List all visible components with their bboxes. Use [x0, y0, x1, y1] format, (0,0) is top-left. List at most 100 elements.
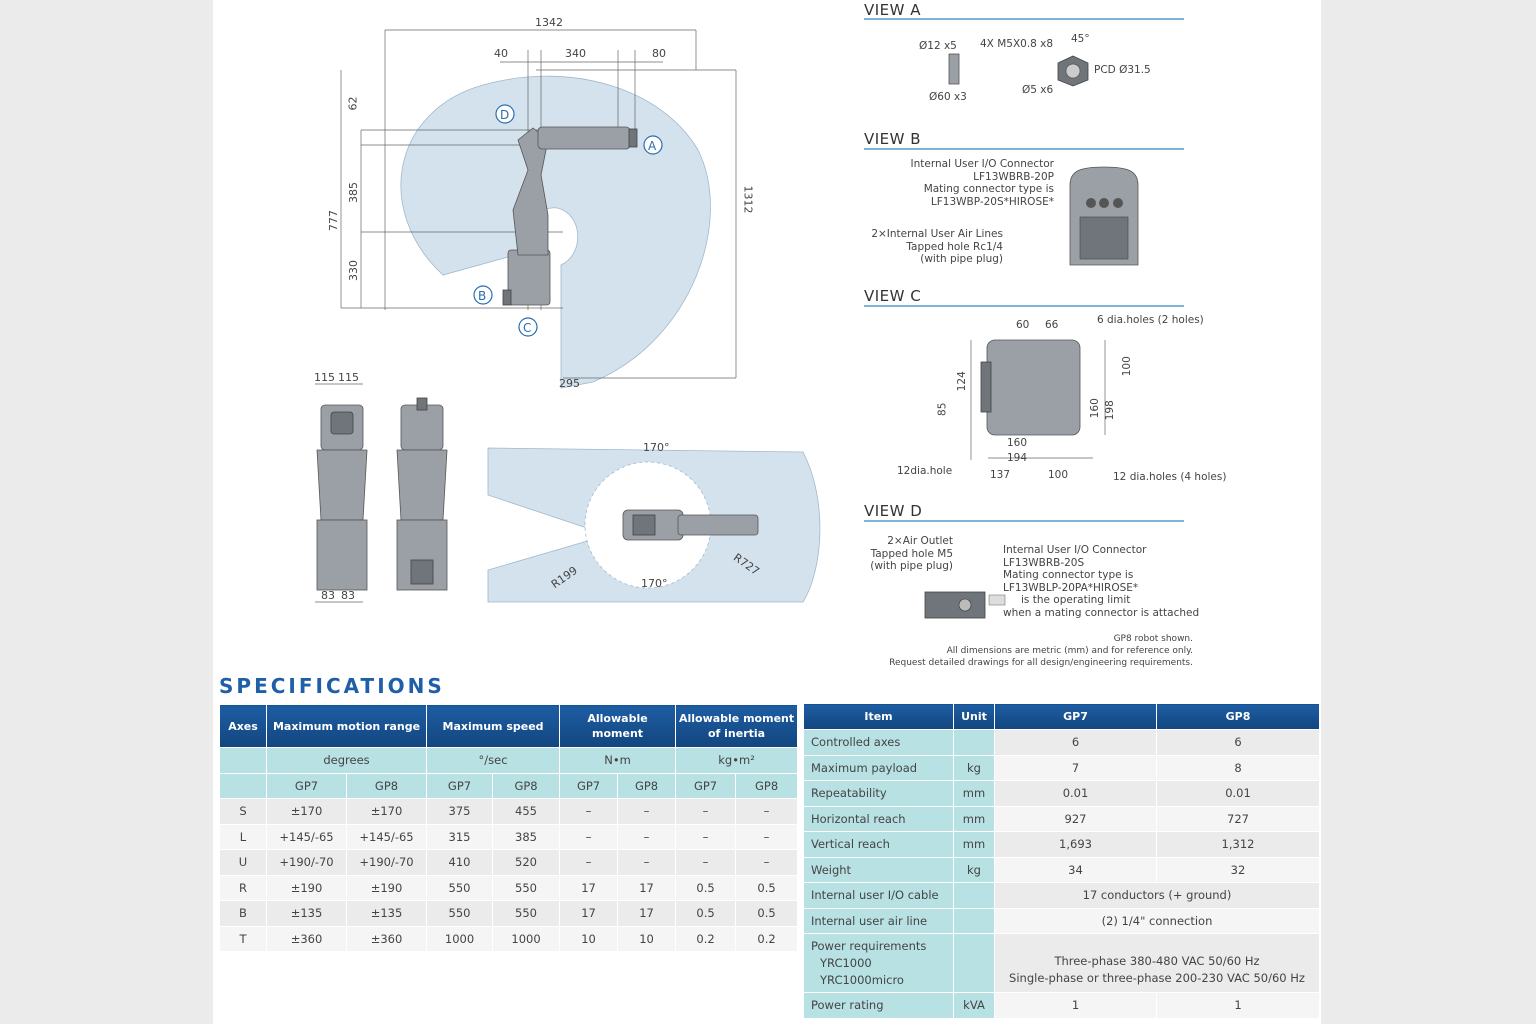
view-d-rule: [864, 520, 1184, 522]
table-cell: 550: [426, 874, 494, 901]
table-cell: +145/-65: [345, 823, 428, 850]
item-io-cable: Internal user I/O cable: [803, 882, 954, 909]
item-cell: Weight: [803, 856, 954, 883]
value-power: Three-phase 380-480 VAC 50/60 Hz Single-…: [994, 933, 1320, 993]
side-view-drawing: D A B C: [340, 29, 737, 389]
dim-777: 777: [327, 210, 340, 231]
col-axes: Axes: [219, 704, 267, 748]
view-d-air-note: 2×Air Outlet Tapped hole M5 (with pipe p…: [870, 535, 953, 572]
view-b-airline-note: 2×Internal User Air Lines Tapped hole Rc…: [871, 228, 1003, 265]
item-cell: Vertical reach: [803, 831, 954, 858]
view-c-12hole: 12dia.hole: [897, 465, 953, 477]
table-cell: +145/-65: [266, 823, 347, 850]
model-cell: GP8: [617, 772, 677, 799]
view-b-rule: [864, 148, 1184, 150]
table-cell: 17: [617, 900, 677, 927]
col-gp7: GP7: [994, 703, 1157, 730]
table-cell: ±170: [266, 798, 347, 825]
table-cell: ±360: [266, 925, 347, 952]
value-gp7: 34: [994, 856, 1157, 883]
col-allowable-moment: Allowable moment: [559, 704, 677, 748]
value-gp7: 7: [994, 754, 1157, 781]
table-cell: –: [735, 798, 799, 825]
view-d-connector-note: Internal User I/O Connector LF13WBRB-20S…: [1003, 544, 1200, 619]
dim-83-left: 83: [321, 589, 335, 602]
table-cell: 17: [559, 874, 619, 901]
table-cell: ±135: [345, 900, 428, 927]
dim-80: 80: [652, 47, 666, 60]
view-a-rule: [864, 18, 1184, 20]
svg-text:D: D: [500, 108, 509, 122]
value-gp8: 0.01: [1156, 780, 1320, 807]
model-cell: GP7: [559, 772, 619, 799]
axis-label: L: [219, 823, 267, 850]
table-cell: 0.5: [675, 900, 737, 927]
view-c-60: 60: [1016, 319, 1030, 331]
view-b-drawing: [1069, 166, 1139, 266]
axes-spec-table: Axes Maximum motion range Maximum speed …: [219, 704, 799, 952]
table-row: Internal user I/O cable 17 conductors (+…: [803, 882, 1320, 909]
table-cell: 1000: [426, 925, 494, 952]
table-row: Power requirements YRC1000 YRC1000micro …: [803, 933, 1320, 993]
axis-label: R: [219, 874, 267, 901]
table-cell: 550: [492, 874, 561, 901]
unit-cell: mm: [953, 831, 995, 858]
dim-115-left: 115: [314, 371, 335, 384]
value-gp8: 8: [1156, 754, 1320, 781]
col-max-motion-range: Maximum motion range: [265, 704, 428, 748]
table-cell: 0.2: [735, 925, 799, 952]
value-io-cable: 17 conductors (+ ground): [994, 882, 1320, 909]
view-a-pcd: PCD Ø31.5: [1094, 64, 1151, 76]
col-unit: Unit: [953, 703, 995, 730]
view-c-100v: 100: [1120, 356, 1133, 377]
table-cell: ±170: [345, 798, 428, 825]
axis-label: B: [219, 900, 267, 927]
units-row: degrees °/sec N•m kg•m²: [219, 747, 799, 774]
axis-label: T: [219, 925, 267, 952]
spec-sheet: D A B C 1342 40 340 80 62 385 777 330 13…: [213, 0, 1321, 1024]
table-cell: 520: [492, 849, 561, 876]
table-cell: –: [675, 823, 737, 850]
view-a-drawing: [948, 53, 1089, 87]
table-cell: –: [617, 798, 677, 825]
table-cell: –: [559, 849, 619, 876]
model-cell: GP7: [266, 772, 347, 799]
view-a-d12: Ø12 x5: [919, 40, 957, 52]
view-c-160v: 160: [1088, 398, 1101, 419]
svg-text:C: C: [523, 321, 531, 335]
unit-cell: mm: [953, 780, 995, 807]
model-cell: GP7: [426, 772, 494, 799]
value-gp7: 1: [994, 992, 1157, 1019]
item-cell: Horizontal reach: [803, 805, 954, 832]
view-c-194: 194: [1007, 452, 1028, 464]
unit-cell: mm: [953, 805, 995, 832]
dim-295: 295: [559, 377, 580, 390]
view-c-124: 124: [955, 371, 968, 392]
callout-b: [473, 285, 493, 305]
value-gp8: 1,312: [1156, 831, 1320, 858]
value-gp8: 1: [1156, 992, 1320, 1019]
axis-label: S: [219, 798, 267, 825]
view-c-198: 198: [1103, 400, 1116, 421]
model-row: GP7 GP8 GP7 GP8 GP7 GP8 GP7 GP8: [219, 772, 799, 799]
table-cell: 550: [492, 900, 561, 927]
table-cell: 1000: [492, 925, 561, 952]
col-allowable-inertia: Allowable moment of inertia: [675, 704, 799, 748]
view-d-title: VIEW D: [864, 502, 923, 520]
value-gp8: 6: [1156, 729, 1320, 756]
unit-cell: kg: [953, 754, 995, 781]
svg-text:B: B: [478, 289, 486, 303]
table-cell: 410: [426, 849, 494, 876]
side-work-envelope: [400, 75, 711, 389]
item-air-line: Internal user air line: [803, 907, 954, 934]
dim-385: 385: [347, 182, 360, 203]
view-a-title: VIEW A: [864, 1, 922, 19]
unit-speed: °/sec: [426, 747, 561, 774]
